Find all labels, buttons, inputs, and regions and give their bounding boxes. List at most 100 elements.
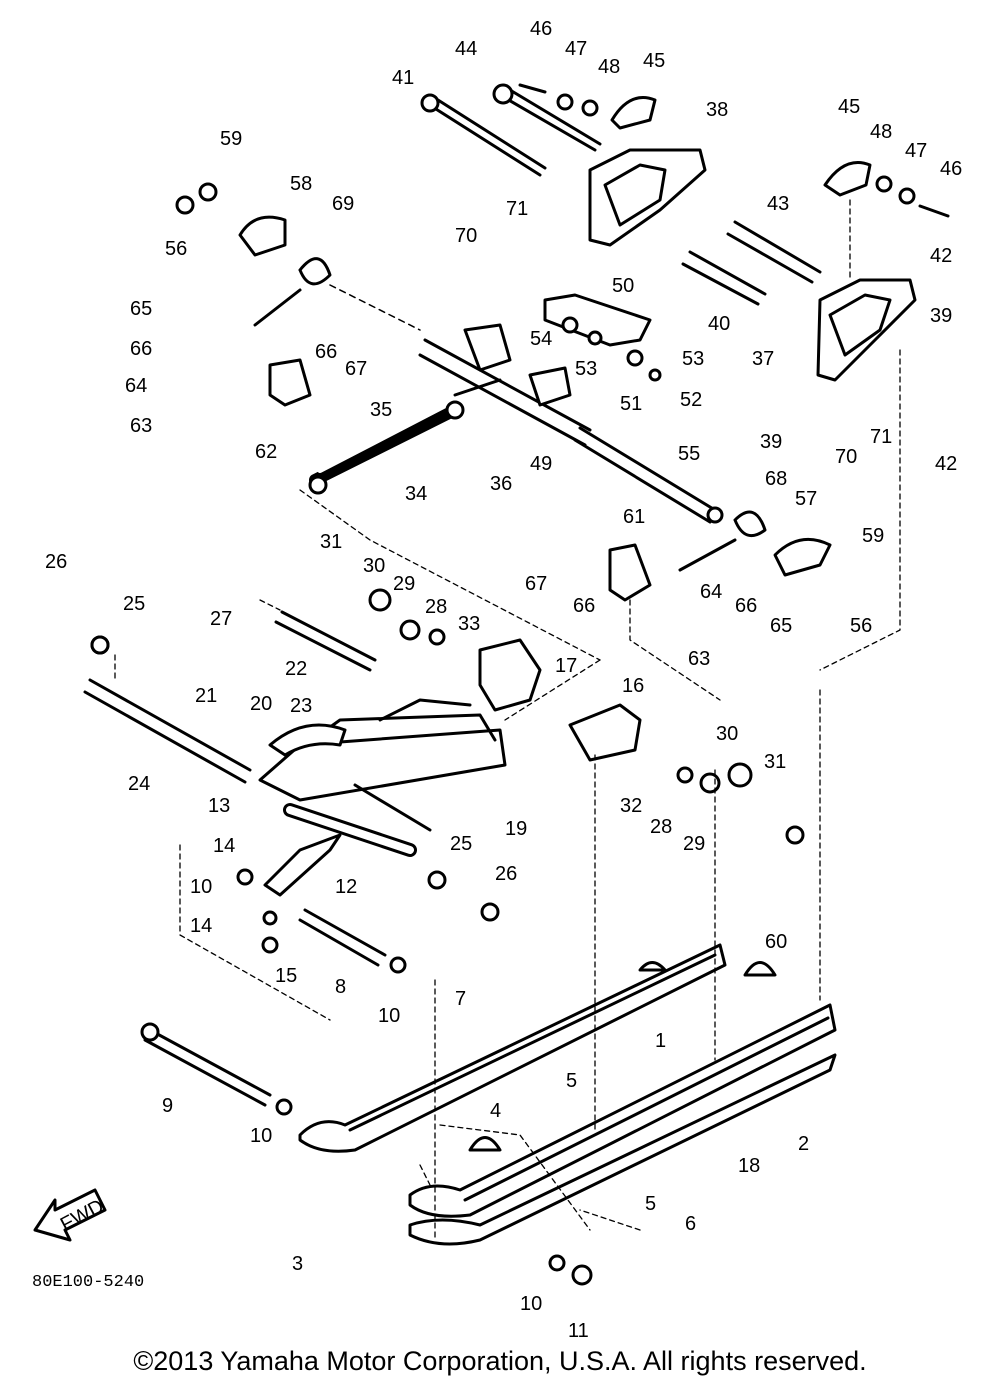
callout: 68 xyxy=(765,468,787,490)
callout: 34 xyxy=(405,483,427,505)
callout: 10 xyxy=(520,1293,542,1315)
callout: 24 xyxy=(128,773,150,795)
callout: 65 xyxy=(130,298,152,320)
callout: 45 xyxy=(643,50,665,72)
callout: 28 xyxy=(425,596,447,618)
callout: 30 xyxy=(716,723,738,745)
callout: 14 xyxy=(190,915,212,937)
callout: 23 xyxy=(290,695,312,717)
callout: 53 xyxy=(682,348,704,370)
callout: 63 xyxy=(130,415,152,437)
callout: 39 xyxy=(930,305,952,327)
callout: 11 xyxy=(568,1320,589,1342)
callout: 51 xyxy=(620,393,642,415)
callout: 25 xyxy=(450,833,472,855)
callout: 21 xyxy=(195,685,217,707)
callout: 66 xyxy=(573,595,595,617)
callout: 69 xyxy=(332,193,354,215)
callout: 29 xyxy=(393,573,415,595)
callout: 29 xyxy=(683,833,705,855)
callout: 39 xyxy=(760,431,782,453)
callout: 26 xyxy=(495,863,517,885)
callout: 67 xyxy=(345,358,367,380)
callout: 33 xyxy=(458,613,480,635)
callout: 46 xyxy=(940,158,962,180)
callout: 40 xyxy=(708,313,730,335)
callout: 59 xyxy=(862,525,884,547)
callout: 41 xyxy=(392,67,414,89)
callout: 65 xyxy=(770,615,792,637)
callout: 50 xyxy=(612,275,634,297)
callout: 31 xyxy=(764,751,786,773)
callout: 56 xyxy=(850,615,872,637)
callout: 17 xyxy=(555,655,577,677)
callout: 44 xyxy=(455,38,477,60)
callout: 1 xyxy=(655,1030,666,1052)
callout: 66 xyxy=(735,595,757,617)
callout: 58 xyxy=(290,173,312,195)
callout: 30 xyxy=(363,555,385,577)
callout: 42 xyxy=(935,453,957,475)
fwd-arrow-icon xyxy=(33,1188,107,1242)
callout: 22 xyxy=(285,658,307,680)
callout: 64 xyxy=(700,581,722,603)
callout: 9 xyxy=(162,1095,173,1117)
callout: 6 xyxy=(685,1213,696,1235)
callout: 46 xyxy=(530,18,552,40)
callout: 20 xyxy=(250,693,272,715)
callout: 36 xyxy=(490,473,512,495)
callout: 27 xyxy=(210,608,232,630)
callout: 42 xyxy=(930,245,952,267)
part-drawing xyxy=(33,83,950,1286)
callout: 59 xyxy=(220,128,242,150)
callout: 3 xyxy=(292,1253,303,1275)
callout: 49 xyxy=(530,453,552,475)
callout: 47 xyxy=(565,38,587,60)
callout: 61 xyxy=(623,506,645,528)
callout: 28 xyxy=(650,816,672,838)
callout: 71 xyxy=(506,198,528,220)
callout: 70 xyxy=(455,225,477,247)
callout: 31 xyxy=(320,531,342,553)
callout: 70 xyxy=(835,446,857,468)
callout: 45 xyxy=(838,96,860,118)
callout: 57 xyxy=(795,488,817,510)
callout: 48 xyxy=(598,56,620,78)
callout: 63 xyxy=(688,648,710,670)
callout: 8 xyxy=(335,976,346,998)
copyright-notice: ©2013 Yamaha Motor Corporation, U.S.A. A… xyxy=(133,1346,867,1376)
callout: 66 xyxy=(130,338,152,360)
callout: 25 xyxy=(123,593,145,615)
callout: 55 xyxy=(678,443,700,465)
callout: 43 xyxy=(767,193,789,215)
callout: 54 xyxy=(530,328,552,350)
callout: 35 xyxy=(370,399,392,421)
callout: 12 xyxy=(335,876,357,898)
callout: 37 xyxy=(752,348,774,370)
callout: 52 xyxy=(680,389,702,411)
callout: 7 xyxy=(455,988,466,1010)
callout: 19 xyxy=(505,818,527,840)
callout: 48 xyxy=(870,121,892,143)
callout: 47 xyxy=(905,140,927,162)
callout: 64 xyxy=(125,375,147,397)
callout: 32 xyxy=(620,795,642,817)
callout: 71 xyxy=(870,426,892,448)
callout: 26 xyxy=(45,551,67,573)
callout: 2 xyxy=(798,1133,809,1155)
callout: 53 xyxy=(575,358,597,380)
callout: 62 xyxy=(255,441,277,463)
callout: 60 xyxy=(765,931,787,953)
callout: 15 xyxy=(275,965,297,987)
callout: 56 xyxy=(165,238,187,260)
callout: 10 xyxy=(378,1005,400,1027)
callout: 67 xyxy=(525,573,547,595)
callout: 10 xyxy=(250,1125,272,1147)
callout: 66 xyxy=(315,341,337,363)
diagram-code: 80E100-5240 xyxy=(32,1273,144,1292)
callout: 13 xyxy=(208,795,230,817)
callout-labels: 46 47 48 45 44 41 38 59 58 69 56 71 70 4… xyxy=(45,18,962,1342)
callout: 38 xyxy=(706,99,728,121)
callout: 16 xyxy=(622,675,644,697)
